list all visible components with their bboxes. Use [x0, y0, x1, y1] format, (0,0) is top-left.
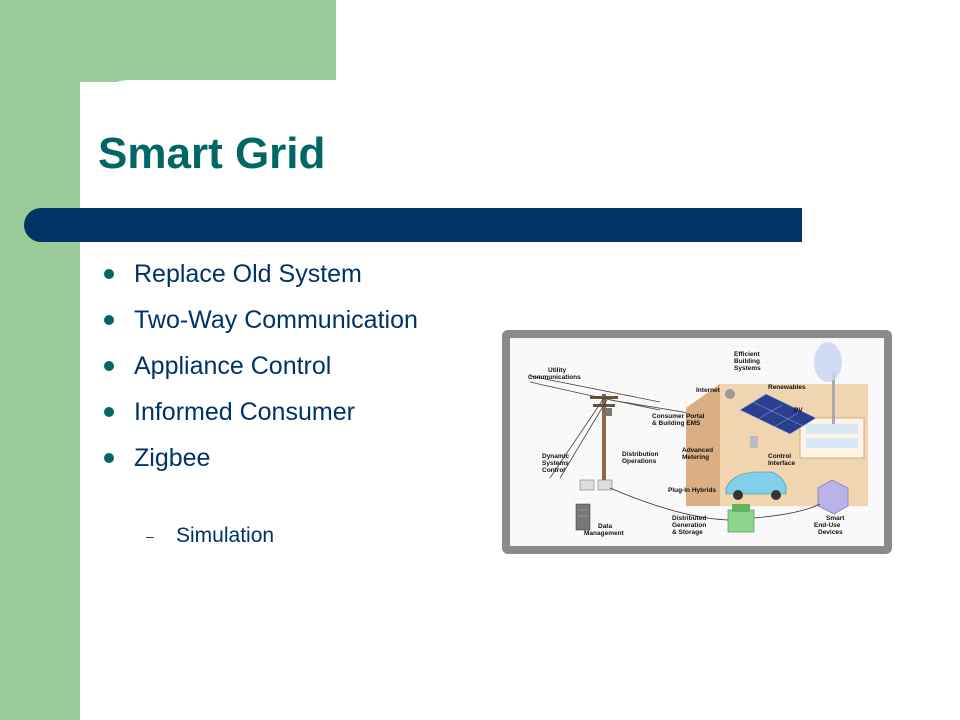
- bullet-item: Appliance Control: [104, 350, 474, 383]
- bullet-item: Replace Old System: [104, 258, 474, 291]
- bullet-text: Appliance Control: [134, 352, 332, 380]
- storage-unit-icon: [727, 504, 755, 533]
- building-icon: [686, 384, 868, 506]
- label-internet: Internet: [696, 387, 721, 394]
- bullet-item: Informed Consumer: [104, 396, 474, 429]
- bullet-text: Two-Way Communication: [134, 306, 418, 334]
- bullet-dot-icon: [104, 407, 114, 417]
- bullet-dot-icon: [104, 269, 114, 279]
- bullet-dot-icon: [104, 453, 114, 463]
- data-server-icon: [575, 503, 591, 531]
- label-consumer-portal: Consumer Portal& Building EMS: [652, 413, 705, 427]
- sub-bullet-text: Simulation: [176, 524, 275, 547]
- satellite-dish-icon: [725, 389, 735, 399]
- label-pv: PV: [794, 407, 803, 414]
- bullet-text: Zigbee: [134, 444, 211, 472]
- left-accent-bar: [0, 0, 80, 720]
- slide-title: Smart Grid: [98, 129, 326, 178]
- top-accent-block: [0, 0, 336, 82]
- label-plug-in-hybrids: Plug-In Hybrids: [668, 487, 716, 494]
- control-computer-icon: [579, 479, 613, 491]
- bullet-text: Replace Old System: [134, 260, 362, 288]
- sub-bullet-item: – Simulation: [146, 522, 274, 550]
- hybrid-car-icon: [725, 471, 787, 500]
- bullet-item: Two-Way Communication: [104, 304, 474, 337]
- bullet-list: Replace Old System Two-Way Communication…: [104, 258, 474, 488]
- bullet-dot-icon: [104, 361, 114, 371]
- bullet-text: Informed Consumer: [134, 398, 355, 426]
- solar-panel-icon: [739, 393, 817, 435]
- bullet-dot-icon: [104, 315, 114, 325]
- utility-pole-icon: [590, 394, 618, 482]
- sub-bullet-dash-icon: –: [146, 528, 154, 545]
- wind-turbine-icon: [814, 342, 842, 424]
- label-renewables: Renewables: [768, 384, 806, 391]
- title-divider: [24, 208, 802, 242]
- smart-device-icon: [817, 479, 849, 515]
- bullet-item: Zigbee: [104, 442, 474, 475]
